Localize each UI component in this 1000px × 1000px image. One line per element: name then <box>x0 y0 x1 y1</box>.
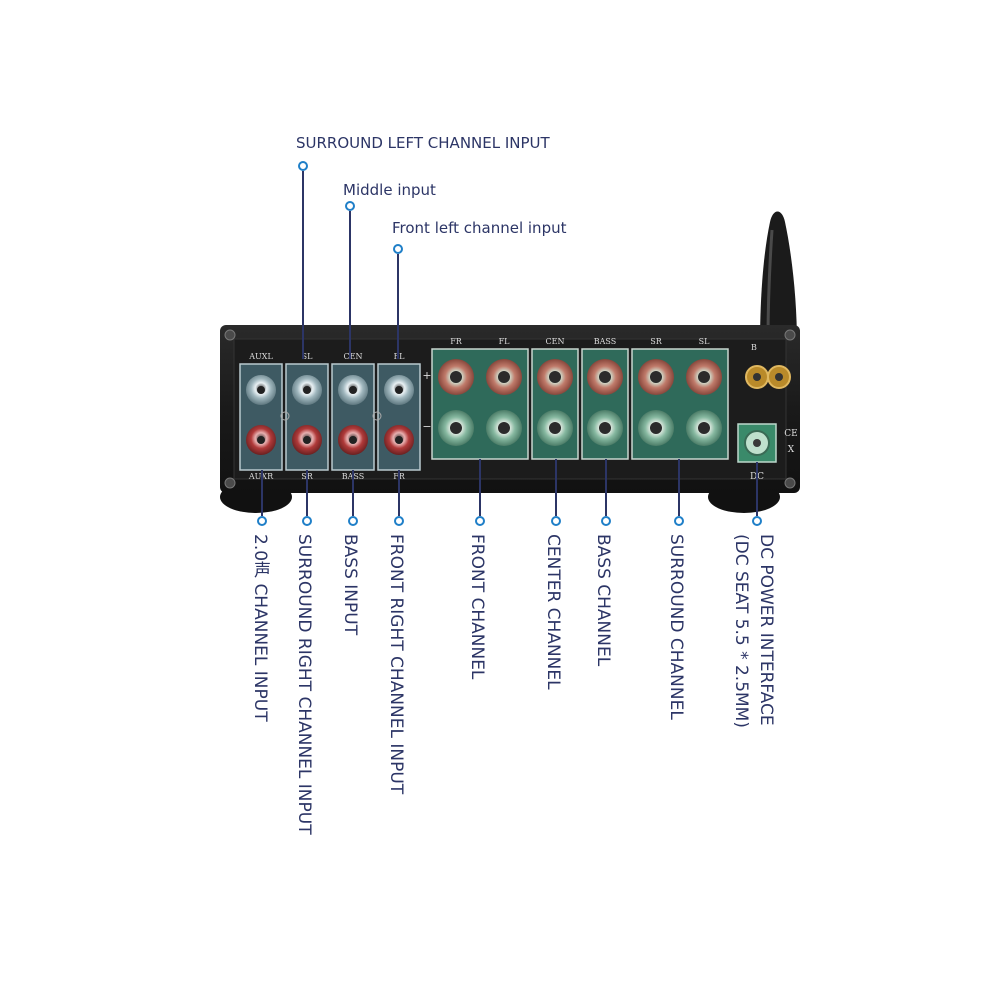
label-front-left-input: Front left channel input <box>392 219 567 237</box>
line-center-channel <box>555 459 557 516</box>
dot-surround-right <box>302 516 312 526</box>
line-bass-channel <box>605 459 607 516</box>
line-middle <box>349 211 351 359</box>
input-rca-block <box>239 363 421 471</box>
line-front-channel <box>479 459 481 516</box>
ground-screw-icon <box>372 411 382 421</box>
panel-label-auxr: AUXR <box>248 472 274 481</box>
label-bass-input: BASS INPUT <box>340 534 360 636</box>
panel-label-fl: FL <box>394 352 406 361</box>
dot-surround-channel <box>674 516 684 526</box>
output-label-fr: FR <box>450 337 463 346</box>
label-front-channel: FRONT CHANNEL <box>467 534 487 680</box>
output-label-sl: SL <box>699 337 710 346</box>
dot-bass-input <box>348 516 358 526</box>
ground-screw-icon <box>280 411 290 421</box>
dot-front-left <box>393 244 403 254</box>
dot-surround-left <box>298 161 308 171</box>
label-dc-seat: (DC SEAT 5.5 * 2.5MM) <box>731 534 751 728</box>
dot-dc-power <box>752 516 762 526</box>
line-front-right <box>398 470 400 516</box>
line-surround-left <box>302 171 304 359</box>
line-2ch <box>261 470 263 516</box>
output-label-fl: FL <box>499 337 511 346</box>
label-middle-input: Middle input <box>343 181 436 199</box>
line-dc-power <box>756 462 758 516</box>
screw-icon <box>784 477 796 489</box>
dot-front-channel <box>475 516 485 526</box>
label-surround-right-input: SURROUND RIGHT CHANNEL INPUT <box>294 534 314 835</box>
label-dc-power: DC POWER INTERFACE <box>756 534 776 726</box>
dot-front-right <box>394 516 404 526</box>
label-surround-channel: SURROUND CHANNEL <box>666 534 686 720</box>
line-surround-right <box>306 470 308 516</box>
screw-icon <box>224 477 236 489</box>
line-front-left <box>397 254 399 359</box>
minus-sign: − <box>422 420 431 433</box>
label-bass-channel: BASS CHANNEL <box>593 534 613 667</box>
output-label-bass: BASS <box>594 337 616 346</box>
output-label-sr: SR <box>650 337 662 346</box>
speaker-output-block <box>431 348 729 460</box>
label-front-right-input: FRONT RIGHT CHANNEL INPUT <box>386 534 406 795</box>
panel-label-auxl: AUXL <box>248 352 273 361</box>
ce-mark: CE <box>784 429 797 439</box>
antenna-connector <box>745 365 791 389</box>
label-surround-left-input: SURROUND LEFT CHANNEL INPUT <box>296 134 550 152</box>
bt-label: B <box>751 343 757 352</box>
line-bass-input <box>352 470 354 516</box>
output-label-cen: CEN <box>546 337 565 346</box>
screw-icon <box>224 329 236 341</box>
dot-bass-channel <box>601 516 611 526</box>
plus-sign: + <box>422 369 431 382</box>
dot-middle <box>345 201 355 211</box>
dot-center-channel <box>551 516 561 526</box>
line-surround-channel <box>678 459 680 516</box>
label-2ch-input: 2.0声 CHANNEL INPUT <box>250 534 270 722</box>
screw-icon <box>784 329 796 341</box>
dot-2ch <box>257 516 267 526</box>
panel-label-sl: SL <box>302 352 313 361</box>
panel-label-cen: CEN <box>344 352 363 361</box>
weee-mark: X <box>788 445 795 455</box>
label-center-channel: CENTER CHANNEL <box>543 534 563 690</box>
